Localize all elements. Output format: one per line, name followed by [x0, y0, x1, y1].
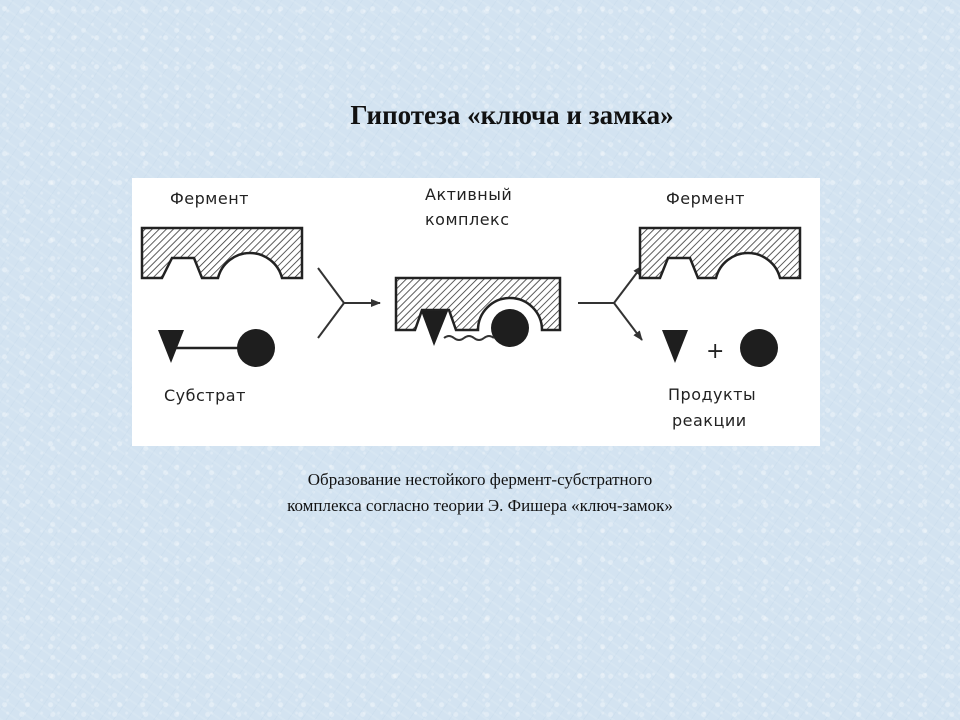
product-triangle	[662, 330, 688, 363]
caption-line-2: комплекса согласно теории Э. Фишера «клю…	[287, 496, 673, 515]
active-complex-enzyme-shape	[394, 276, 562, 332]
merge-arrow	[317, 267, 381, 339]
label-active-complex-line1: Активный	[425, 185, 512, 204]
label-substrate: Субстрат	[164, 386, 246, 405]
split-arrow	[578, 265, 643, 341]
enzyme-left-shape	[140, 226, 304, 280]
product-circle	[740, 329, 778, 367]
slide-title: Гипотеза «ключа и замка»	[350, 100, 674, 130]
plus-sign: +	[706, 339, 725, 364]
figure-caption: Образование нестойкого фермент-субстратн…	[0, 467, 960, 519]
enzyme-right-shape	[638, 226, 802, 280]
caption-line-1: Образование нестойкого фермент-субстратн…	[307, 470, 653, 489]
label-active-complex-line2: комплекс	[425, 210, 510, 229]
substrate-circle	[237, 329, 275, 367]
active-complex-substrate-circle	[491, 309, 529, 347]
diagram-canvas: Фермент Субстрат Активный комплекс Ферме…	[140, 185, 802, 430]
label-enzyme-right: Фермент	[666, 189, 745, 208]
active-complex-substrate-triangle	[421, 311, 448, 346]
lock-and-key-diagram: Фермент Субстрат Активный комплекс Ферме…	[132, 178, 820, 446]
label-products-line1: Продукты	[668, 385, 756, 404]
substrate-triangle	[158, 330, 184, 363]
label-products-line2: реакции	[672, 411, 747, 430]
active-complex-bond	[443, 335, 495, 341]
label-enzyme-left: Фермент	[170, 189, 249, 208]
